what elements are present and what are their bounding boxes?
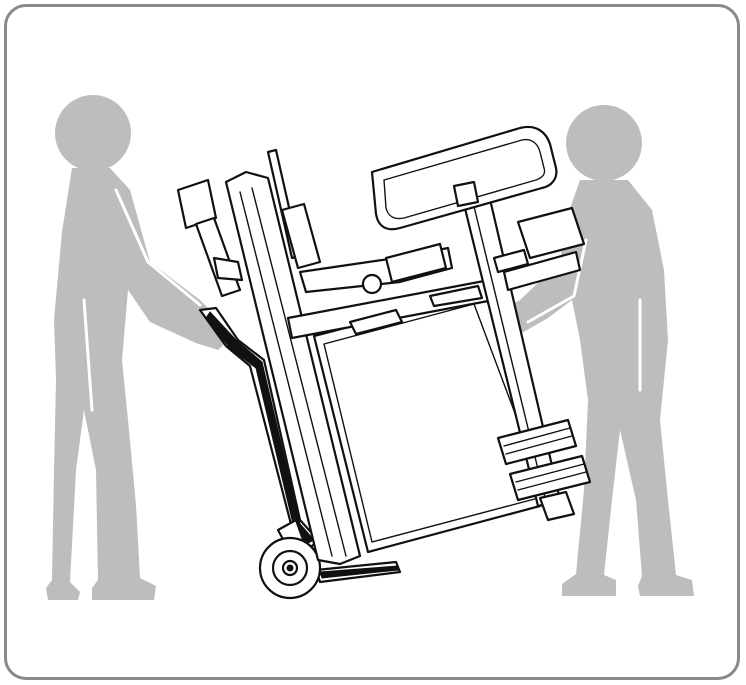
hand-truck-wheel [260, 538, 320, 598]
left-person-figure [46, 95, 230, 600]
